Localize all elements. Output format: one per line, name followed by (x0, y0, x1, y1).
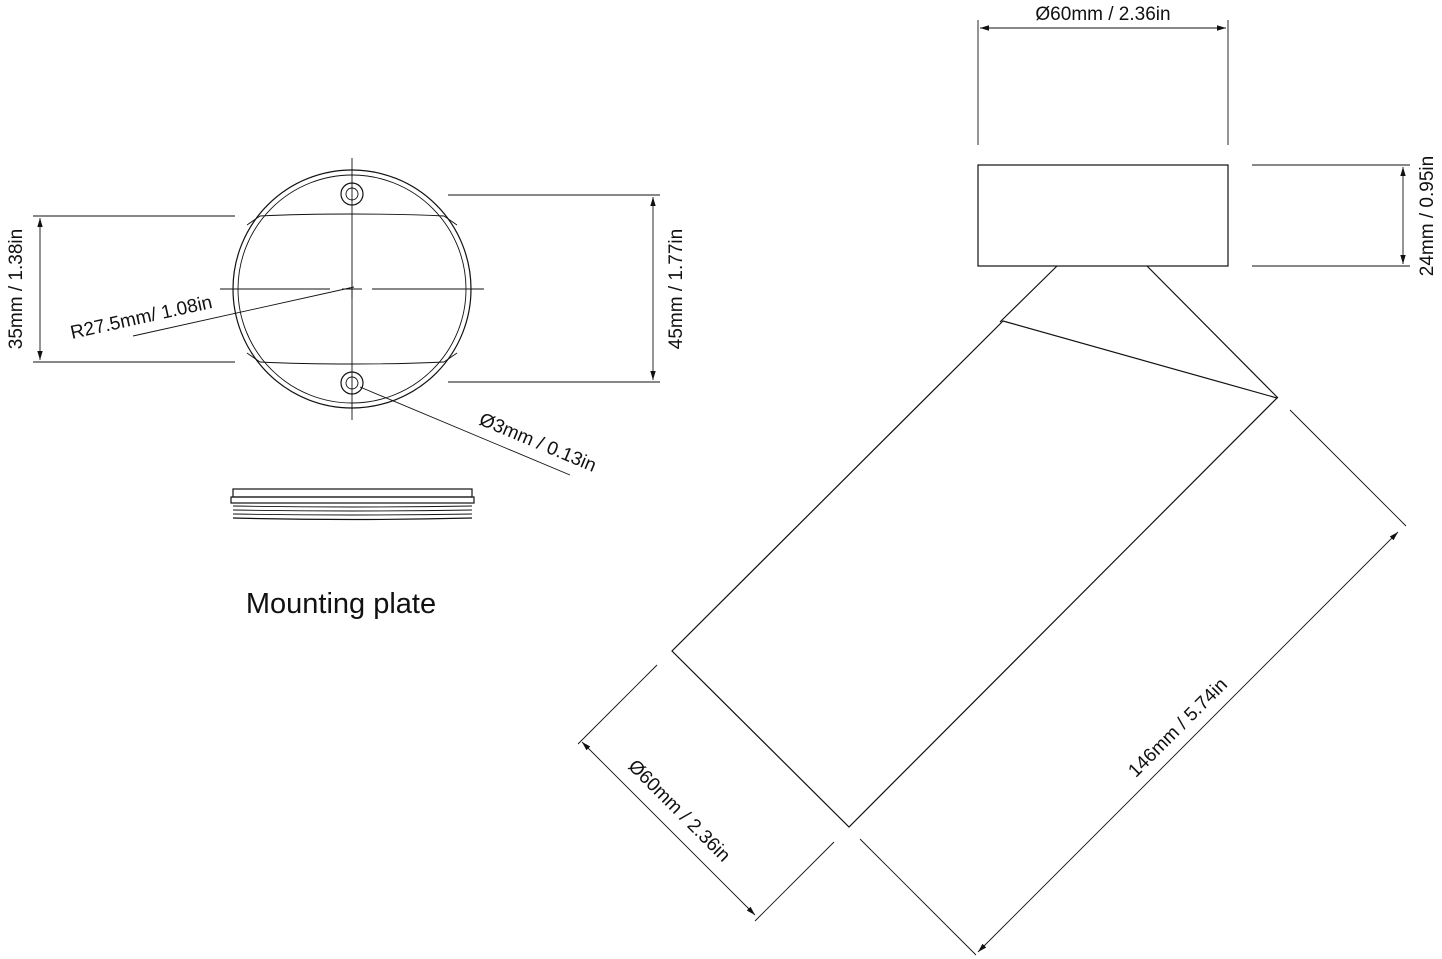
mounting-hole-top (340, 182, 364, 206)
light-body (671, 265, 1279, 828)
hole-leader: Ø3mm / 0.13in (359, 386, 599, 477)
plate-height-dimension: 45mm / 1.77in (448, 194, 687, 383)
hole-spacing-label: 35mm / 1.38in (6, 229, 27, 349)
canopy-diameter-dimension: Ø60mm / 2.36in (977, 4, 1229, 145)
canopy-diameter-label: Ø60mm / 2.36in (1035, 4, 1170, 25)
body-diameter-label: Ø60mm / 2.36in (624, 756, 734, 866)
body-length-label: 146mm / 5.74in (1124, 674, 1231, 781)
hole-spacing-dimension: 35mm / 1.38in (6, 215, 235, 363)
mounting-plate-caption: Mounting plate (246, 588, 436, 620)
plate-height-label: 45mm / 1.77in (666, 229, 687, 349)
mounting-hole-bottom (340, 371, 364, 395)
canopy-height-dimension: 24mm / 0.95in (1252, 156, 1438, 276)
canopy (977, 164, 1229, 267)
radius-label: R27.5mm/ 1.08in (69, 292, 215, 344)
mounting-plate-side-view (230, 488, 475, 521)
mounting-plate-top-view (220, 158, 484, 420)
body-diameter-dimension: Ø60mm / 2.36in (577, 664, 835, 922)
canopy-height-label: 24mm / 0.95in (1417, 156, 1438, 276)
radius-leader: R27.5mm/ 1.08in (69, 286, 355, 344)
body-length-dimension: 146mm / 5.74in (859, 409, 1407, 956)
